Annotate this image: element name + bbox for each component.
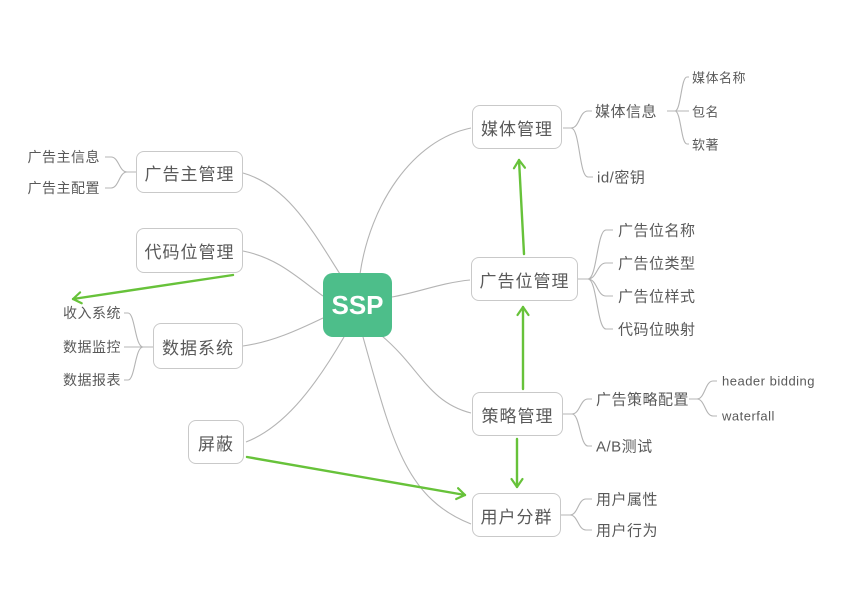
- node-package-name[interactable]: 包名: [692, 104, 720, 120]
- node-ad-strategy-config[interactable]: 广告策略配置: [596, 391, 690, 409]
- leaf-brackets-right: [561, 76, 717, 531]
- node-adslot-style[interactable]: 广告位样式: [618, 288, 696, 306]
- node-advertiser-config[interactable]: 广告主配置: [27, 180, 100, 196]
- node-center-ssp[interactable]: SSP: [323, 273, 392, 337]
- node-data-report[interactable]: 数据报表: [63, 372, 121, 388]
- node-adslot-management[interactable]: 广告位管理: [471, 257, 578, 301]
- node-media-name[interactable]: 媒体名称: [692, 70, 747, 86]
- node-strategy-management[interactable]: 策略管理: [472, 392, 563, 436]
- node-code-slot-management[interactable]: 代码位管理: [136, 228, 243, 273]
- node-media-info[interactable]: 媒体信息: [595, 103, 658, 121]
- node-adslot-name[interactable]: 广告位名称: [618, 222, 696, 240]
- node-advertiser-management[interactable]: 广告主管理: [136, 151, 243, 193]
- node-id-secret[interactable]: id/密钥: [597, 169, 646, 187]
- node-header-bidding[interactable]: header bidding: [722, 373, 816, 389]
- node-user-behavior[interactable]: 用户行为: [596, 522, 659, 540]
- arrow-code-slot-to-revenue: [71, 273, 235, 305]
- node-data-monitor[interactable]: 数据监控: [63, 339, 121, 355]
- arrow-block-to-user-segment: [245, 455, 467, 501]
- branch-curves: [242, 127, 472, 525]
- node-code-slot-mapping[interactable]: 代码位映射: [618, 321, 696, 339]
- node-user-attribute[interactable]: 用户属性: [596, 491, 659, 509]
- node-software-copyright[interactable]: 软著: [692, 137, 720, 153]
- node-waterfall[interactable]: waterfall: [722, 408, 775, 424]
- node-advertiser-info[interactable]: 广告主信息: [27, 149, 100, 165]
- node-media-management[interactable]: 媒体管理: [472, 105, 562, 149]
- node-ab-test[interactable]: A/B测试: [596, 438, 653, 456]
- arrow-adslot-to-media: [512, 158, 527, 256]
- node-revenue-system[interactable]: 收入系统: [63, 305, 121, 321]
- node-user-segmentation[interactable]: 用户分群: [472, 493, 561, 537]
- leaf-brackets-left: [105, 156, 153, 381]
- node-data-system[interactable]: 数据系统: [153, 323, 243, 369]
- relation-arrows: [71, 158, 530, 501]
- node-block[interactable]: 屏蔽: [188, 420, 244, 464]
- node-adslot-type[interactable]: 广告位类型: [618, 255, 696, 273]
